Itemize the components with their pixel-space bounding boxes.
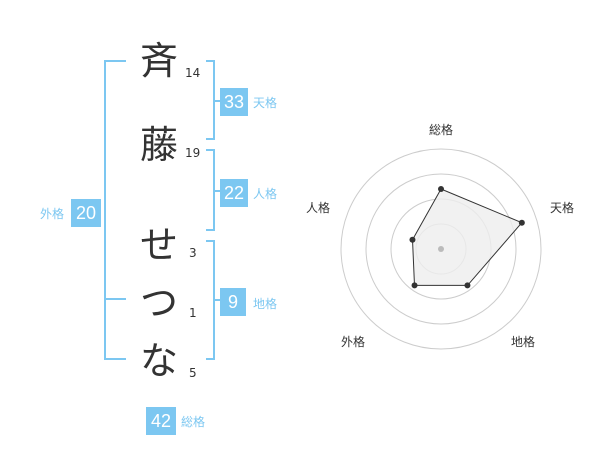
radar-axis-label-3: 地格 xyxy=(511,334,535,349)
radar-polygon xyxy=(411,188,523,286)
gaikaku-bracket xyxy=(104,60,126,360)
soukaku-label: 総格 xyxy=(181,415,206,429)
tenkaku-label: 天格 xyxy=(253,96,278,110)
soukaku-value-badge: 42 xyxy=(146,407,176,435)
radar-ring-3 xyxy=(365,173,517,325)
radar-point-2 xyxy=(518,219,525,226)
gaikaku-label: 外格 xyxy=(40,207,65,221)
name-char-3: せ xyxy=(139,223,178,267)
tenkaku-value-badge: 33 xyxy=(220,88,248,116)
radar-point-1 xyxy=(438,186,444,192)
radar-center-dot xyxy=(438,246,444,252)
radar-points xyxy=(409,186,525,289)
gaikaku-inner-line xyxy=(104,298,126,300)
stroke-count-4: 1 xyxy=(189,306,197,320)
radar-axis-label-2: 天格 xyxy=(550,200,574,215)
radar-axis-label-1: 総格 xyxy=(429,122,453,137)
radar-point-3 xyxy=(464,282,471,289)
stroke-count-1: 14 xyxy=(185,66,201,80)
name-char-1: 斉 xyxy=(139,39,178,83)
chikaku-label: 地格 xyxy=(253,297,278,311)
chikaku-connector xyxy=(213,299,221,301)
name-char-5: な xyxy=(139,339,178,383)
name-char-2: 藤 xyxy=(139,123,178,167)
jinkaku-value-badge: 22 xyxy=(220,179,248,207)
tenkaku-connector xyxy=(213,100,221,102)
jinkaku-connector xyxy=(213,190,221,192)
stroke-count-2: 19 xyxy=(185,146,201,160)
jinkaku-label: 人格 xyxy=(253,187,278,201)
radar-point-4 xyxy=(411,282,418,289)
name-char-4: つ xyxy=(139,281,178,325)
stroke-count-3: 3 xyxy=(189,246,197,260)
radar-ring-4 xyxy=(340,148,542,350)
radar-point-5 xyxy=(409,236,416,243)
stroke-count-5: 5 xyxy=(189,366,197,380)
radar-axis-label-5: 人格 xyxy=(306,200,330,215)
radar-axis-label-4: 外格 xyxy=(341,334,365,349)
gaikaku-value-badge: 20 xyxy=(71,199,101,227)
chikaku-value-badge: 9 xyxy=(220,288,246,316)
